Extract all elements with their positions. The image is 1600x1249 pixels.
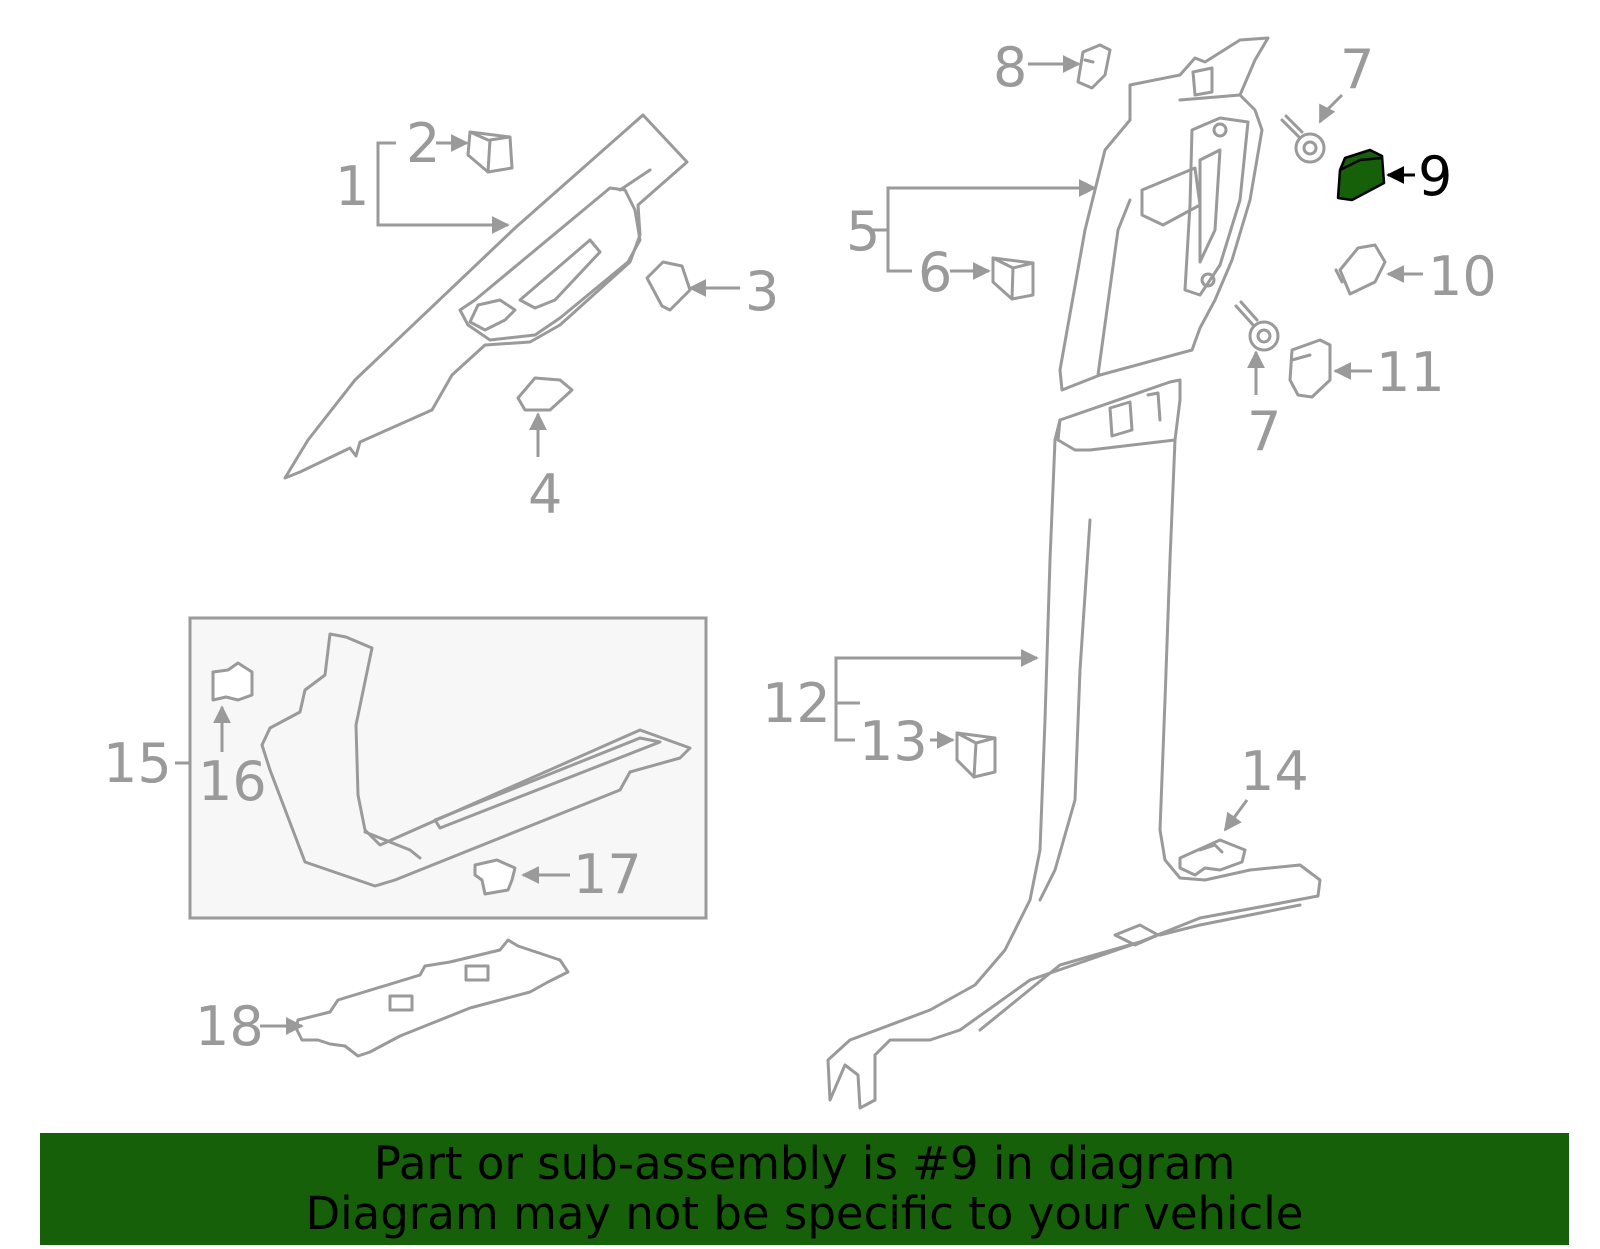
- callout-7-lower: 7: [1247, 400, 1281, 463]
- part-7-screw-upper: [1280, 114, 1326, 164]
- part-8-bracket: [1076, 43, 1112, 90]
- callout-4: 4: [528, 463, 562, 526]
- part-14-clip: [1178, 838, 1247, 877]
- part-1-a-pillar-trim: [283, 113, 689, 480]
- part-12-lower-b-pillar-trim: [826, 378, 1322, 1110]
- part-17-clip: [473, 858, 517, 896]
- callout-18: 18: [195, 995, 264, 1058]
- callout-7-upper: 7: [1340, 38, 1374, 101]
- banner-line-2: Diagram may not be specific to your vehi…: [305, 1187, 1304, 1240]
- callout-17: 17: [573, 843, 642, 906]
- part-16-clip: [211, 661, 254, 702]
- part-18-panel: [294, 938, 570, 1058]
- part-5-upper-b-pillar-trim: [1058, 36, 1270, 392]
- callout-2: 2: [406, 112, 440, 175]
- callout-12: 12: [762, 672, 831, 735]
- part-10-cap: [1334, 243, 1387, 296]
- callout-3: 3: [745, 260, 779, 323]
- callout-1: 1: [335, 155, 369, 218]
- info-banner: Part or sub-assembly is #9 in diagram Di…: [40, 1133, 1569, 1245]
- callout-8: 8: [993, 36, 1027, 99]
- callout-9-highlighted: 9: [1418, 145, 1452, 208]
- part-2-clip: [466, 130, 514, 174]
- part-7-screw-lower: [1234, 300, 1280, 352]
- part-6-clip: [991, 256, 1035, 301]
- callout-14: 14: [1240, 740, 1309, 803]
- part-9-highlighted: [1336, 148, 1386, 202]
- callout-13: 13: [859, 710, 928, 773]
- callout-16: 16: [198, 750, 267, 813]
- callout-6: 6: [918, 241, 952, 304]
- inset-box-part-15: [188, 616, 708, 920]
- callout-11: 11: [1376, 341, 1445, 404]
- part-11-cover: [1288, 338, 1332, 399]
- leader-lines: [175, 55, 1423, 1035]
- part-4-cap: [516, 376, 574, 412]
- callout-15: 15: [103, 732, 172, 795]
- part-13-clip: [955, 731, 997, 779]
- part-3-cap: [645, 260, 692, 312]
- callout-5: 5: [846, 200, 880, 263]
- callout-10: 10: [1428, 245, 1497, 308]
- banner-line-1: Part or sub-assembly is #9 in diagram: [373, 1137, 1236, 1190]
